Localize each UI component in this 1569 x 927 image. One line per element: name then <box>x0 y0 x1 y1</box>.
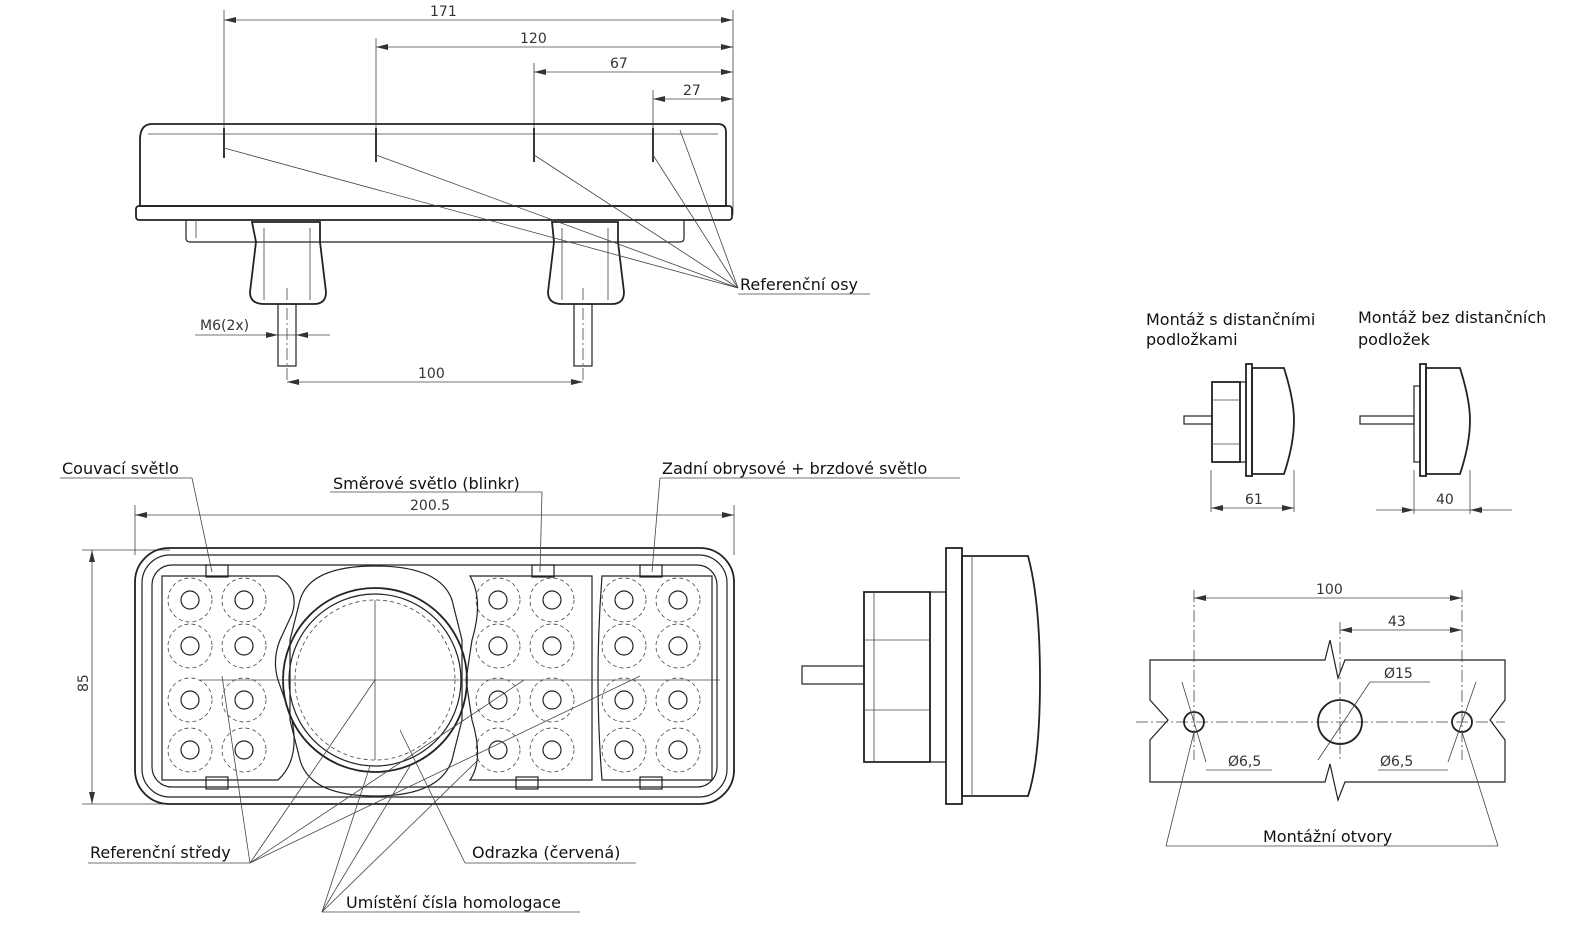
mount-with-spacers: Montáž s distančními podložkami 61 <box>1146 310 1315 512</box>
reverse-led <box>234 636 254 656</box>
reverse-led-ring <box>167 577 213 623</box>
front-view: 200.5 85 Couvac <box>60 459 960 913</box>
label-reverse-light: Couvací světlo <box>62 459 179 478</box>
reverse-led-ring <box>221 677 267 723</box>
label-rear-position-brake: Zadní obrysové + brzdové světlo <box>662 459 927 478</box>
brake-led-ring <box>655 677 701 723</box>
dim-171: 171 <box>430 4 457 20</box>
indicator-led-ring <box>529 577 575 623</box>
brake-led-ring <box>655 623 701 669</box>
dim-27: 27 <box>683 83 701 99</box>
dim-holes-100: 100 <box>1316 582 1343 598</box>
label-direction-indicator: Směrové světlo (blinkr) <box>333 474 520 493</box>
led-array <box>167 577 701 773</box>
indicator-led <box>488 590 508 610</box>
indicator-led <box>542 590 562 610</box>
brake-led <box>614 590 634 610</box>
side-view <box>801 547 1041 805</box>
reverse-led <box>180 636 200 656</box>
indicator-led-ring <box>529 623 575 669</box>
indicator-led-ring <box>529 677 575 723</box>
indicator-led <box>488 740 508 760</box>
brake-led <box>668 590 688 610</box>
brake-led-ring <box>601 727 647 773</box>
label-mount-with-line2: podložkami <box>1146 330 1238 349</box>
brake-led-ring <box>601 623 647 669</box>
reverse-led-ring <box>167 727 213 773</box>
brake-led <box>668 740 688 760</box>
brake-led-ring <box>655 577 701 623</box>
label-reference-centers: Referenční středy <box>90 843 231 862</box>
indicator-led-ring <box>529 727 575 773</box>
dim-dia-6-5-left: Ø6,5 <box>1228 754 1261 770</box>
brake-led <box>668 636 688 656</box>
reverse-led-ring <box>167 677 213 723</box>
dim-120: 120 <box>520 31 547 47</box>
label-reflector: Odrazka (červená) <box>472 843 620 862</box>
reverse-led <box>234 590 254 610</box>
brake-led-ring <box>601 677 647 723</box>
brake-led <box>614 740 634 760</box>
dim-67: 67 <box>610 56 628 72</box>
brake-led-ring <box>655 727 701 773</box>
reverse-led <box>180 740 200 760</box>
brake-led <box>614 636 634 656</box>
reverse-led-ring <box>221 577 267 623</box>
indicator-led-ring <box>475 623 521 669</box>
indicator-led <box>542 636 562 656</box>
mount-without-spacers: Montáž bez distančních podložek 40 <box>1358 308 1546 514</box>
dim-m6: M6(2x) <box>200 318 249 334</box>
label-mount-with-line1: Montáž s distančními <box>1146 310 1315 329</box>
label-mounting-holes: Montážní otvory <box>1263 827 1392 846</box>
top-view: 171 120 67 27 <box>135 4 870 385</box>
dim-width: 200.5 <box>410 498 450 514</box>
dim-depth-40: 40 <box>1436 492 1454 508</box>
reverse-led <box>234 740 254 760</box>
reverse-led-ring <box>221 727 267 773</box>
brake-led <box>668 690 688 710</box>
dim-dia-6-5-right: Ø6,5 <box>1380 754 1413 770</box>
mounting-holes: 100 43 Ø15 Ø6,5 Ø6,5 Montážní otvory <box>1136 582 1506 847</box>
reverse-led <box>180 590 200 610</box>
indicator-led <box>542 740 562 760</box>
dim-height: 85 <box>76 674 92 692</box>
label-mount-without-line1: Montáž bez distančních <box>1358 308 1546 327</box>
indicator-led <box>542 690 562 710</box>
reverse-led-ring <box>221 623 267 669</box>
indicator-led-ring <box>475 577 521 623</box>
dim-offset-43: 43 <box>1388 614 1406 630</box>
indicator-led-ring <box>475 727 521 773</box>
reverse-led-ring <box>167 623 213 669</box>
indicator-led <box>488 690 508 710</box>
label-mount-without-line2: podložek <box>1358 330 1431 349</box>
dim-depth-61: 61 <box>1245 492 1263 508</box>
indicator-led <box>488 636 508 656</box>
reverse-led <box>234 690 254 710</box>
brake-led-ring <box>601 577 647 623</box>
label-reference-axes: Referenční osy <box>740 275 858 294</box>
brake-led <box>614 690 634 710</box>
dim-stud-100: 100 <box>418 366 445 382</box>
dim-dia-15: Ø15 <box>1384 666 1413 682</box>
indicator-led-ring <box>475 677 521 723</box>
reverse-led <box>180 690 200 710</box>
label-homologation: Umístění čísla homologace <box>346 893 561 912</box>
